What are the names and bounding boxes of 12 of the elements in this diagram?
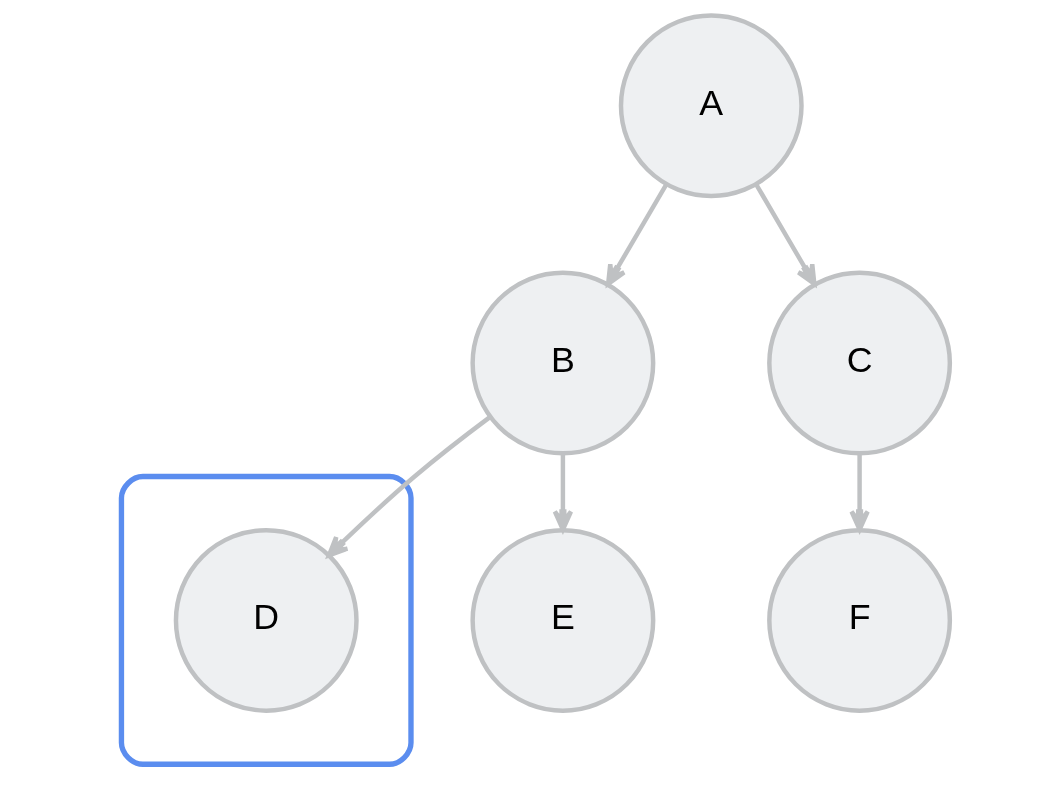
node-circle: E [469,527,655,713]
arrow [326,415,491,558]
arrow [605,183,668,287]
arrow [552,453,573,532]
arrow [848,453,870,532]
cluster [118,473,414,767]
node-circle: C [766,270,952,456]
node-circle: D [173,527,359,713]
node-circle: F [766,527,952,713]
node-circle: B [469,270,655,456]
arrow [753,183,817,287]
node-circle: A [618,13,804,199]
